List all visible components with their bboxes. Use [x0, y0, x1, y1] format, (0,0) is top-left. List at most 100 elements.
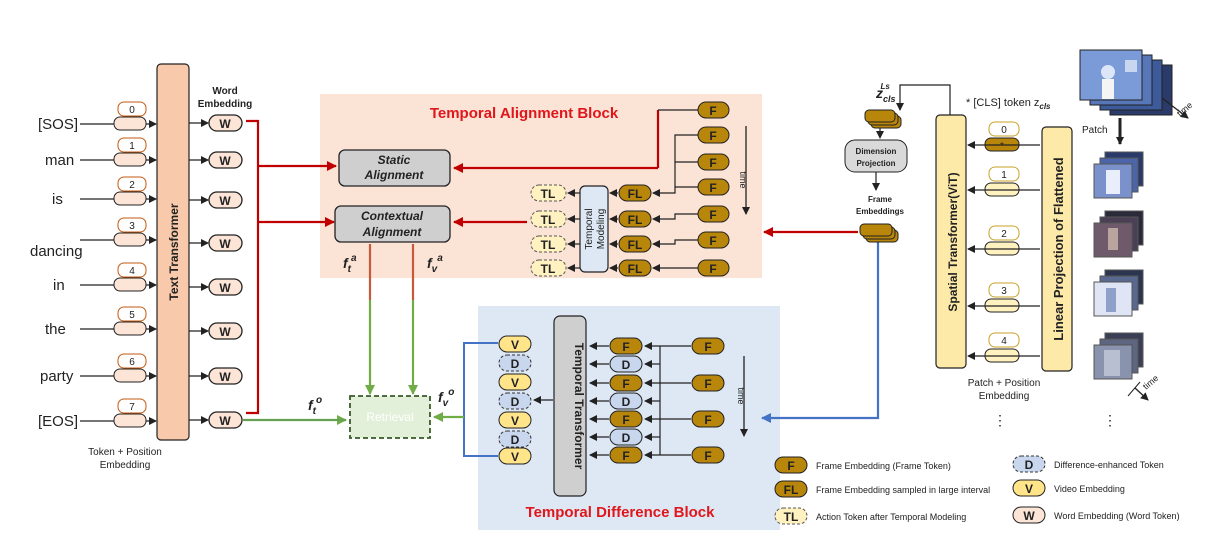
ft0-label: fto	[308, 395, 322, 417]
svg-text:F: F	[704, 413, 711, 427]
word-embedding-label: Word	[212, 86, 237, 97]
frame-token: F	[697, 178, 730, 196]
token-position-label: Token + Position	[88, 447, 162, 458]
word-label: in	[53, 277, 65, 294]
legend-item-video: V Video Embedding	[1012, 479, 1125, 497]
svg-text:Alignment: Alignment	[364, 168, 425, 182]
svg-text:1: 1	[1001, 170, 1007, 181]
retrieval-box	[349, 395, 431, 439]
frame-tokens-difference: F F F F	[691, 337, 725, 464]
word-token: W	[208, 114, 243, 132]
video-token: V	[498, 335, 532, 353]
frame-token: F	[691, 337, 725, 355]
svg-text:Dimension: Dimension	[856, 147, 897, 156]
svg-text:W: W	[219, 370, 231, 384]
frame-embeddings-label: Frame	[868, 195, 893, 204]
svg-text:D: D	[622, 395, 631, 409]
tl-token: TL	[530, 259, 567, 277]
svg-text:2: 2	[129, 180, 135, 191]
frame-token: F	[691, 446, 725, 464]
svg-text:V: V	[511, 338, 519, 352]
svg-text:*: *	[1000, 141, 1004, 152]
svg-text:V: V	[511, 376, 519, 390]
diff-token: D	[609, 355, 643, 373]
frame-token: F	[697, 126, 730, 144]
svg-text:4: 4	[1001, 336, 1007, 347]
patch-token: *0	[984, 121, 1020, 152]
spatial-transformer	[935, 114, 967, 369]
word-label: dancing	[30, 243, 83, 260]
position-token: 1	[113, 137, 147, 167]
svg-text:F: F	[622, 377, 629, 391]
svg-text:W: W	[219, 237, 231, 251]
text-transformer-label: Text Transformer	[167, 203, 181, 300]
svg-text:FL: FL	[784, 483, 799, 497]
cls-note: * [CLS] token zcls	[966, 97, 1051, 111]
position-tokens: 0 1 2 3 4 5 6	[113, 101, 147, 428]
svg-text:0: 0	[1001, 125, 1007, 136]
patch-image-stack	[1093, 332, 1144, 380]
svg-text:Difference-enhanced Token: Difference-enhanced Token	[1054, 460, 1164, 470]
fl-token: FL	[618, 184, 652, 202]
word-label: is	[52, 191, 63, 208]
position-token: 6	[113, 353, 147, 383]
temporal-alignment-title: Temporal Alignment Block	[430, 105, 619, 122]
frame-token: F	[609, 337, 643, 355]
frame-token: F	[697, 101, 730, 119]
fl-token: FL	[618, 259, 652, 277]
fl-token: FL	[618, 235, 652, 253]
svg-text:TL: TL	[541, 262, 556, 276]
word-token: W	[208, 322, 243, 340]
patch-token: 3	[984, 282, 1020, 313]
svg-text:FL: FL	[628, 238, 643, 252]
svg-text:W: W	[219, 325, 231, 339]
svg-text:F: F	[622, 413, 629, 427]
video-token: V	[498, 447, 532, 465]
video-bracket	[463, 342, 498, 457]
patch-position-label: Patch + Position	[968, 378, 1041, 389]
time-label-difference: time	[736, 387, 746, 404]
temporal-modeling-box	[579, 185, 609, 273]
svg-text:V: V	[511, 450, 519, 464]
frame-token: F	[609, 374, 643, 392]
position-token: 7	[113, 398, 147, 428]
svg-text:F: F	[709, 234, 716, 248]
word-labels: [SOS] man is dancing in the party [EOS]	[30, 116, 83, 430]
svg-text:W: W	[219, 281, 231, 295]
legend-item-diff: D Difference-enhanced Token	[1012, 455, 1164, 473]
word-embedding-label: Embedding	[198, 99, 252, 110]
fl-token: FL	[618, 210, 652, 228]
svg-text:F: F	[704, 377, 711, 391]
svg-text:1: 1	[129, 141, 135, 152]
svg-text:F: F	[709, 208, 716, 222]
svg-text:F: F	[709, 104, 716, 118]
word-tokens: W W W W W W W W	[208, 114, 243, 429]
difference-tokens-column: F D F D F D F	[609, 337, 643, 464]
temporal-difference-title: Temporal Difference Block	[526, 504, 716, 521]
word-label: party	[40, 368, 74, 385]
word-token: W	[208, 367, 243, 385]
svg-text:D: D	[511, 395, 520, 409]
retrieval-label: Retrieval	[366, 410, 413, 424]
fva-label: fva	[427, 253, 443, 275]
svg-text:Projection: Projection	[856, 159, 895, 168]
svg-text:W: W	[219, 154, 231, 168]
svg-text:D: D	[622, 358, 631, 372]
time-label-top: time	[1175, 100, 1194, 119]
svg-text:Frame Embedding (Frame Token): Frame Embedding (Frame Token)	[816, 461, 951, 471]
position-token: 2	[113, 176, 147, 206]
token-position-label: Embedding	[100, 460, 151, 471]
svg-text:F: F	[709, 262, 716, 276]
word-token: W	[208, 278, 243, 296]
frame-token: F	[697, 259, 730, 277]
patch-position-label: Embedding	[979, 391, 1030, 402]
frame-token: F	[697, 153, 730, 171]
word-token: W	[208, 411, 243, 429]
frame-token: F	[609, 446, 643, 464]
diff-token: D	[609, 392, 643, 410]
svg-text:Static: Static	[378, 153, 411, 167]
word-label: man	[45, 152, 74, 169]
svg-text:7: 7	[129, 402, 135, 413]
svg-text:FL: FL	[628, 187, 643, 201]
